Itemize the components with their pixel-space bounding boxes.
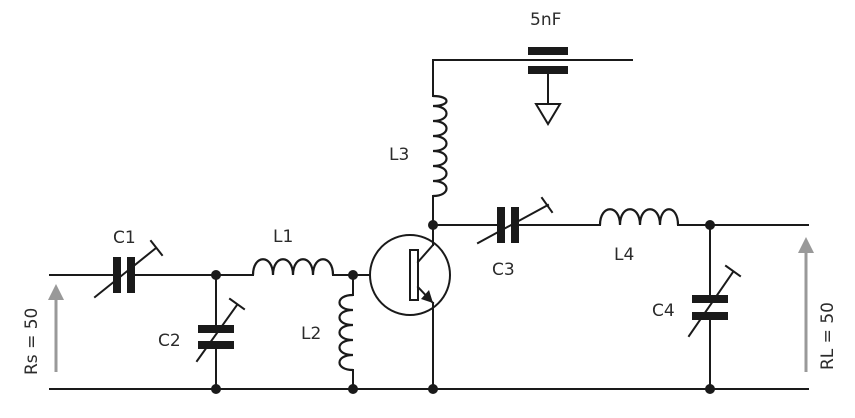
- node-emitter-ground: [428, 384, 438, 394]
- load-port-arrow: [798, 237, 814, 372]
- bypass-capacitor: [528, 47, 568, 126]
- l3-inductor: [432, 94, 448, 198]
- ground-symbol-icon: [534, 103, 562, 126]
- load-port-label: RL = 50: [818, 302, 838, 370]
- node-c2-ground: [211, 384, 221, 394]
- c1-capacitor: [93, 239, 164, 299]
- c4-label: C4: [652, 301, 675, 321]
- l1-label: L1: [273, 227, 293, 247]
- node-l2-ground: [348, 384, 358, 394]
- c2-label: C2: [158, 331, 181, 351]
- transistor: [369, 234, 451, 316]
- node-c4-ground: [705, 384, 715, 394]
- l2-inductor: [338, 293, 354, 372]
- l1-inductor: [251, 258, 335, 276]
- c4-capacitor: [687, 264, 742, 338]
- l4-inductor: [598, 208, 680, 226]
- c3-label: C3: [492, 260, 515, 280]
- l3-label: L3: [389, 145, 409, 165]
- bypass-cap-label: 5nF: [530, 10, 561, 30]
- c2-capacitor: [195, 297, 246, 363]
- source-port-label: Rs = 50: [22, 308, 42, 375]
- l2-label: L2: [301, 324, 321, 344]
- c1-label: C1: [113, 228, 136, 248]
- c3-capacitor: [476, 196, 554, 245]
- source-port-arrow: [48, 284, 64, 372]
- l4-label: L4: [614, 245, 634, 265]
